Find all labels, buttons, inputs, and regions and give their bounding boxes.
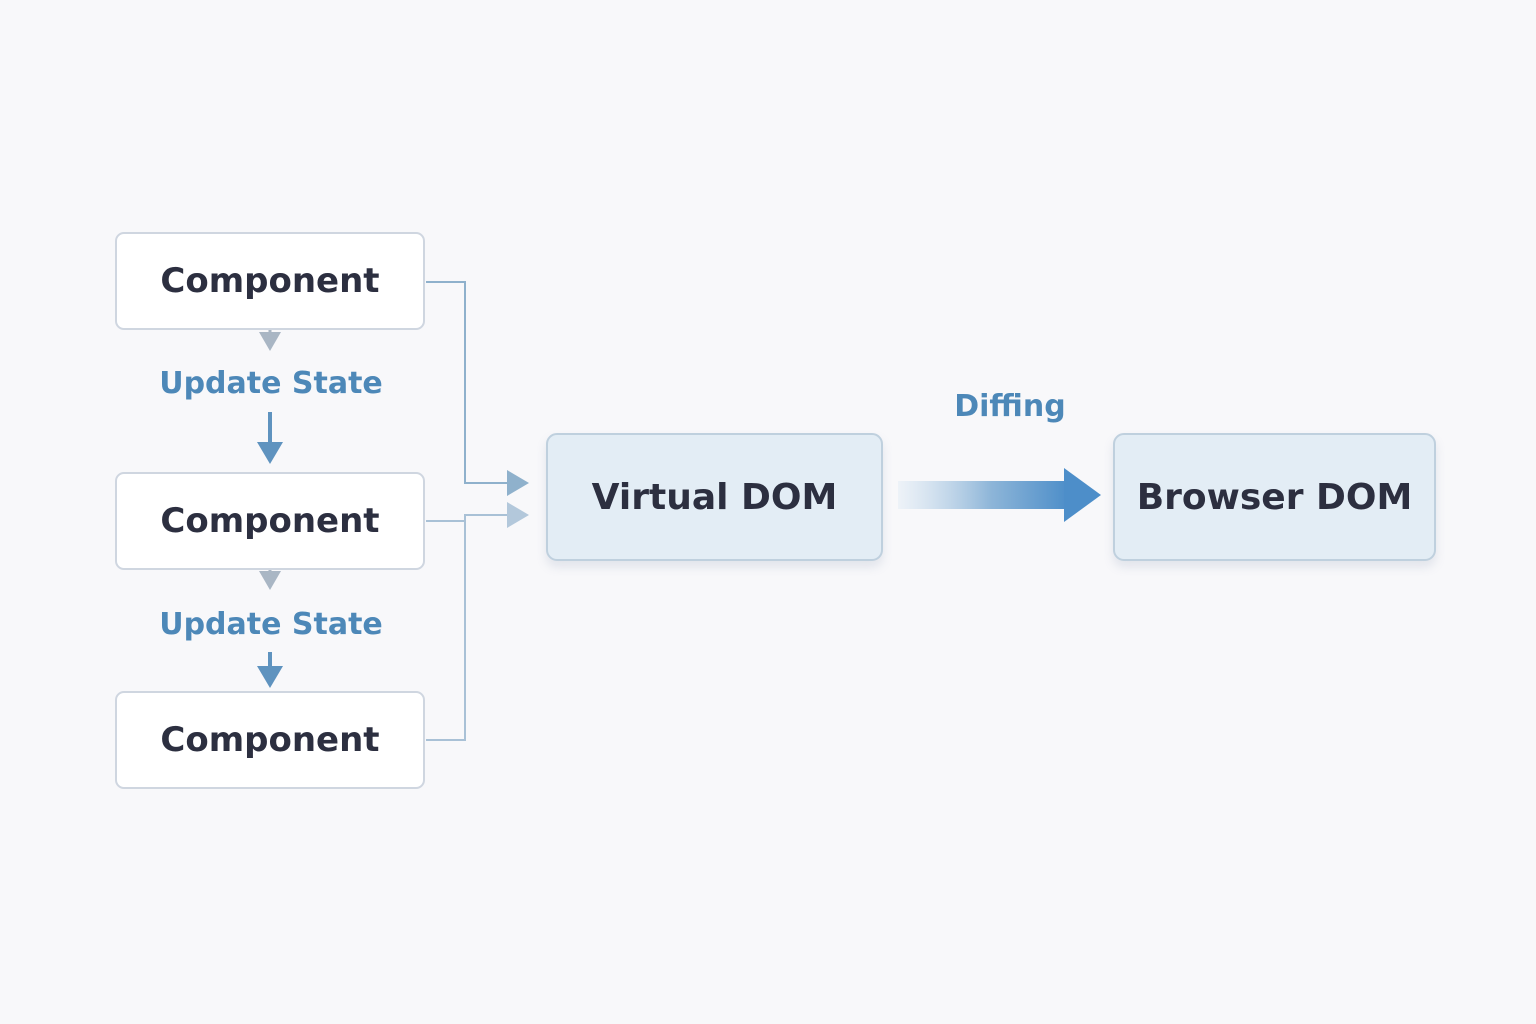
virtual-dom-box[interactable]: Virtual DOM [546, 433, 883, 561]
update-state-label-1: Update State [159, 366, 383, 401]
component-box-1[interactable]: Component [115, 232, 425, 330]
browser-dom-label: Browser DOM [1136, 476, 1413, 518]
component-box-3[interactable]: Component [115, 691, 425, 789]
connector-component-1 [426, 281, 510, 484]
component-box-2[interactable]: Component [115, 472, 425, 570]
update-state-label-2: Update State [159, 607, 383, 642]
virtual-dom-label: Virtual DOM [591, 476, 838, 518]
connector-arrowhead-1 [507, 470, 529, 496]
update-state-arrow-2 [257, 652, 283, 688]
component-label: Component [160, 261, 380, 301]
connector-arrowhead-2 [507, 502, 529, 528]
update-state-arrow-1 [257, 412, 283, 464]
diffing-arrow [898, 468, 1101, 522]
connector-component-2-3 [426, 514, 510, 741]
browser-dom-box[interactable]: Browser DOM [1113, 433, 1436, 561]
component-label: Component [160, 501, 380, 541]
diffing-label: Diffing [954, 389, 1066, 424]
component-label: Component [160, 720, 380, 760]
